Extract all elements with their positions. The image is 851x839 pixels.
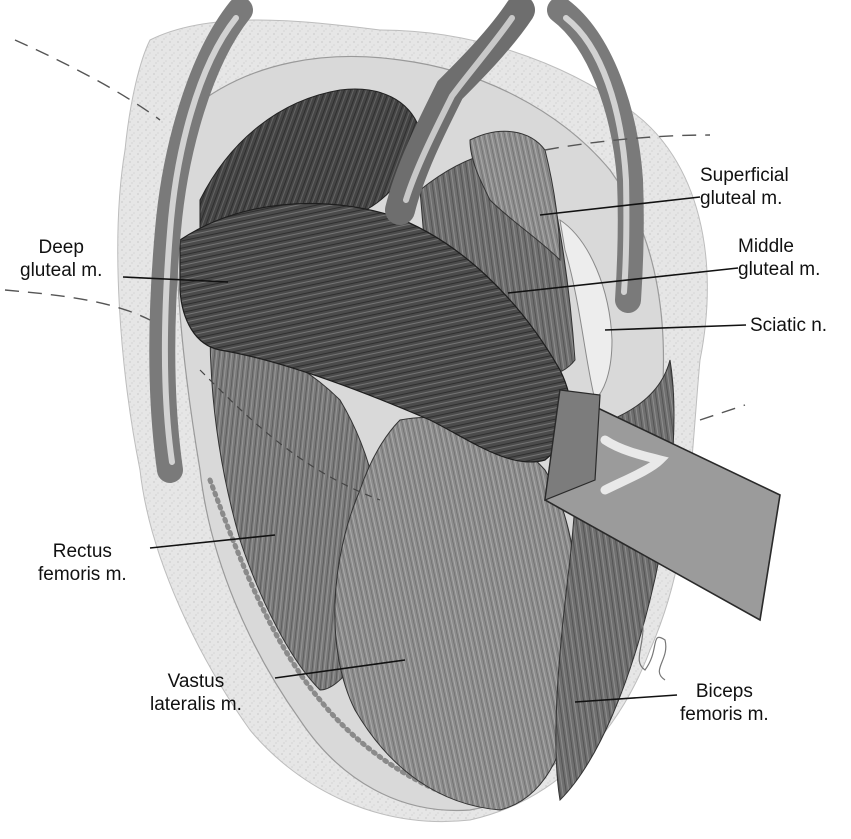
sciatic-nerve bbox=[559, 218, 613, 401]
artist-signature bbox=[638, 609, 667, 681]
label-sciatic-nerve: Sciatic n. bbox=[750, 315, 828, 336]
label-superficial-gluteal: Superficial gluteal m. bbox=[700, 165, 789, 209]
incision-dash-2 bbox=[4, 289, 151, 321]
vastus-lateralis-muscle bbox=[334, 416, 580, 811]
incision-dash-4 bbox=[699, 404, 746, 421]
leader-middle-gluteal bbox=[507, 267, 739, 294]
incision-dash-5 bbox=[199, 369, 381, 501]
blade-retractor-face bbox=[544, 389, 601, 501]
leader-vastus-lateralis bbox=[274, 659, 406, 679]
incision-dash-1 bbox=[14, 39, 161, 121]
label-deep-gluteal: Deep gluteal m. bbox=[20, 237, 103, 281]
leader-biceps-femoris bbox=[574, 694, 678, 703]
leader-rectus-femoris bbox=[149, 534, 276, 549]
label-rectus-femoris: Rectus femoris m. bbox=[38, 541, 127, 585]
label-middle-gluteal: Middle gluteal m. bbox=[738, 236, 821, 280]
incision-dash-3 bbox=[544, 134, 711, 151]
leader-sciatic bbox=[604, 324, 747, 331]
left-retractor-highlight bbox=[161, 15, 239, 465]
top-retractor-highlight bbox=[403, 15, 515, 203]
blade-retractor-shine bbox=[600, 435, 669, 495]
leader-superficial-gluteal bbox=[539, 196, 701, 216]
label-vastus-lateralis: Vastus lateralis m. bbox=[150, 671, 242, 715]
leader-deep-gluteal bbox=[122, 276, 229, 283]
superficial-gluteal-muscle bbox=[469, 130, 561, 262]
right-retractor-highlight bbox=[563, 15, 630, 295]
label-biceps-femoris: Biceps femoris m. bbox=[680, 681, 769, 725]
